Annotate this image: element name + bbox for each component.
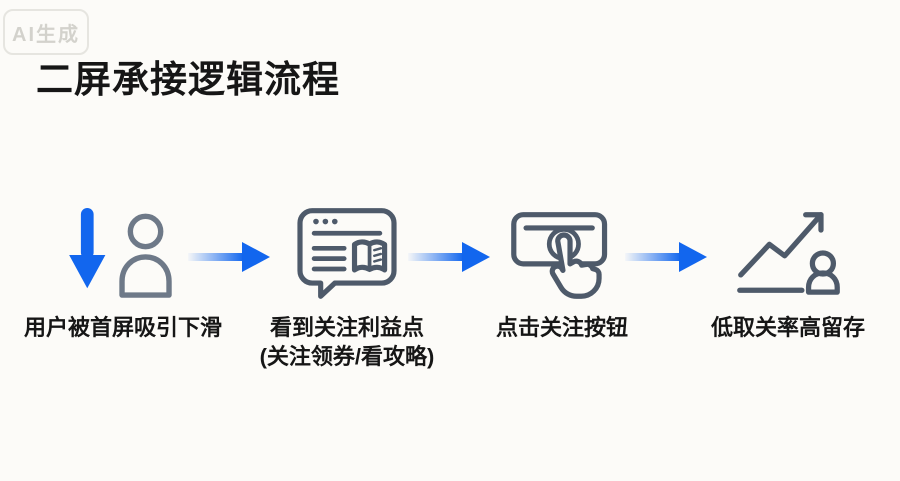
user-outline-icon xyxy=(119,213,172,298)
flow-step-retention: 低取关率高留存 xyxy=(673,202,900,343)
arrow-right-icon xyxy=(188,242,270,272)
step-label: 点击关注按钮 xyxy=(495,315,628,340)
down-arrow-icon xyxy=(69,207,106,289)
flow-step-tap-follow: 点击关注按钮 xyxy=(447,202,677,343)
user-outline-icon xyxy=(805,250,840,295)
browser-dots-icon xyxy=(313,218,338,225)
flow-step-see-benefit: 看到关注利益点 (关注领券/看攻略) xyxy=(232,202,462,371)
flow-diagram: 用户被首屏吸引下滑 xyxy=(0,202,900,402)
ai-generated-watermark-badge: AI生成 xyxy=(3,9,89,55)
step-label: 看到关注利益点 xyxy=(269,315,424,340)
trend-arrowhead-icon xyxy=(802,212,824,233)
arrow-right-icon xyxy=(408,242,490,272)
step-label: 低取关率高留存 xyxy=(710,315,865,340)
step-sublabel: (关注领券/看攻略) xyxy=(259,343,435,369)
scroll-down-user-icon xyxy=(68,202,178,300)
ai-generated-watermark-label: AI生成 xyxy=(12,23,80,46)
tap-follow-button-icon xyxy=(510,202,614,300)
open-book-icon xyxy=(351,239,388,273)
page-title: 二屏承接逻辑流程 xyxy=(36,59,340,100)
pointing-hand-icon xyxy=(549,232,602,299)
trend-line-icon xyxy=(737,212,824,278)
step-label: 用户被首屏吸引下滑 xyxy=(23,315,222,340)
growth-retention-icon xyxy=(735,202,842,300)
arrow-right-icon xyxy=(625,242,707,272)
flow-step-scroll-down: 用户被首屏吸引下滑 xyxy=(8,202,238,343)
browser-book-bubble-icon xyxy=(295,202,399,300)
